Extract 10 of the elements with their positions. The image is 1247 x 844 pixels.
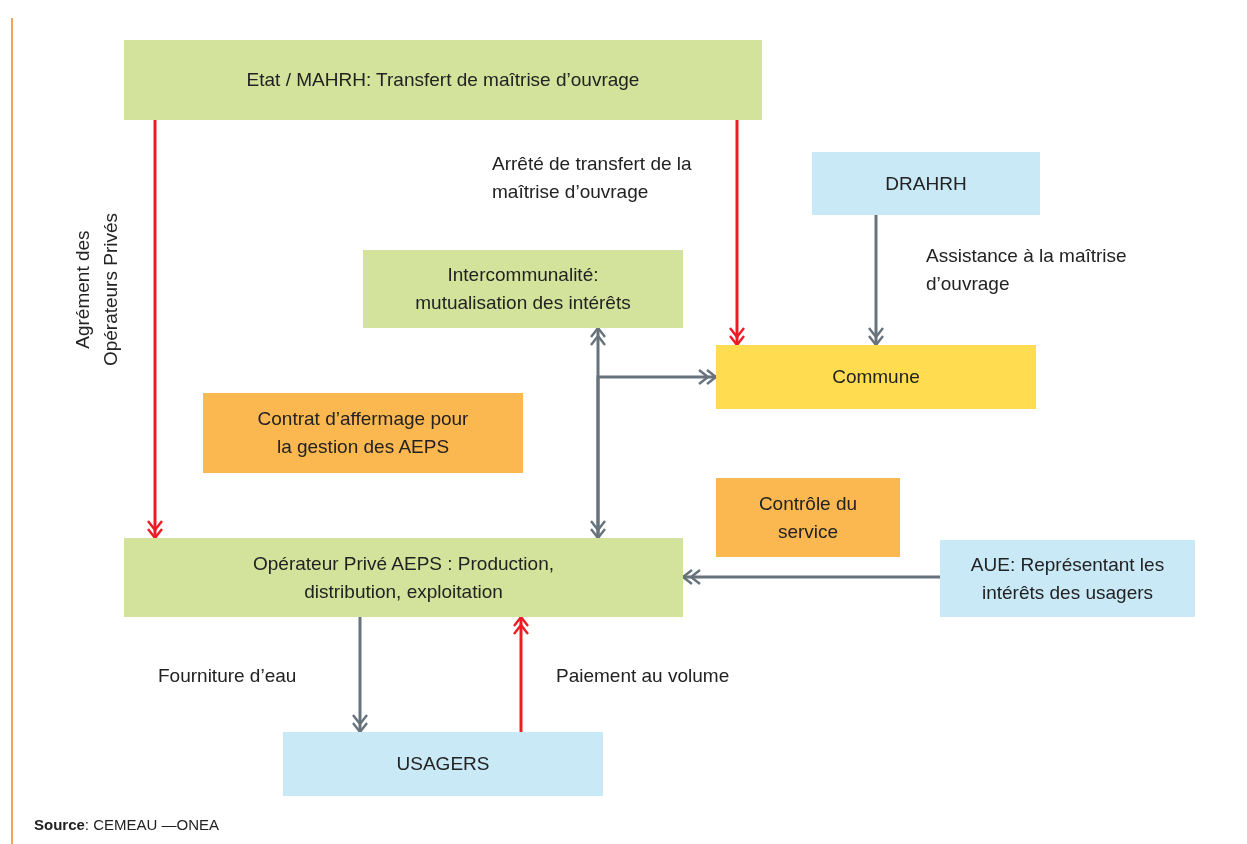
- note-box: Contrat d’affermage pour la gestion des AEPS: [203, 393, 523, 473]
- note-box: Contrôle du service: [716, 478, 900, 557]
- process-box: Etat / MAHRH: Transfert de maîtrise d’ouvrage: [124, 40, 762, 120]
- process-box: Opérateur Privé AEPS : Production, distribution, exploitation: [124, 538, 683, 617]
- process-box: DRAHRH: [812, 152, 1040, 215]
- process-box: AUE: Représentant les intérêts des usagers: [940, 540, 1195, 617]
- source-caption: Source: CEMEAU —ONEA: [34, 816, 220, 833]
- process-box: Intercommunalité: mutualisation des intérêts: [363, 250, 683, 328]
- process-box: USAGERS: [283, 732, 603, 796]
- process-box: Commune: [716, 345, 1036, 409]
